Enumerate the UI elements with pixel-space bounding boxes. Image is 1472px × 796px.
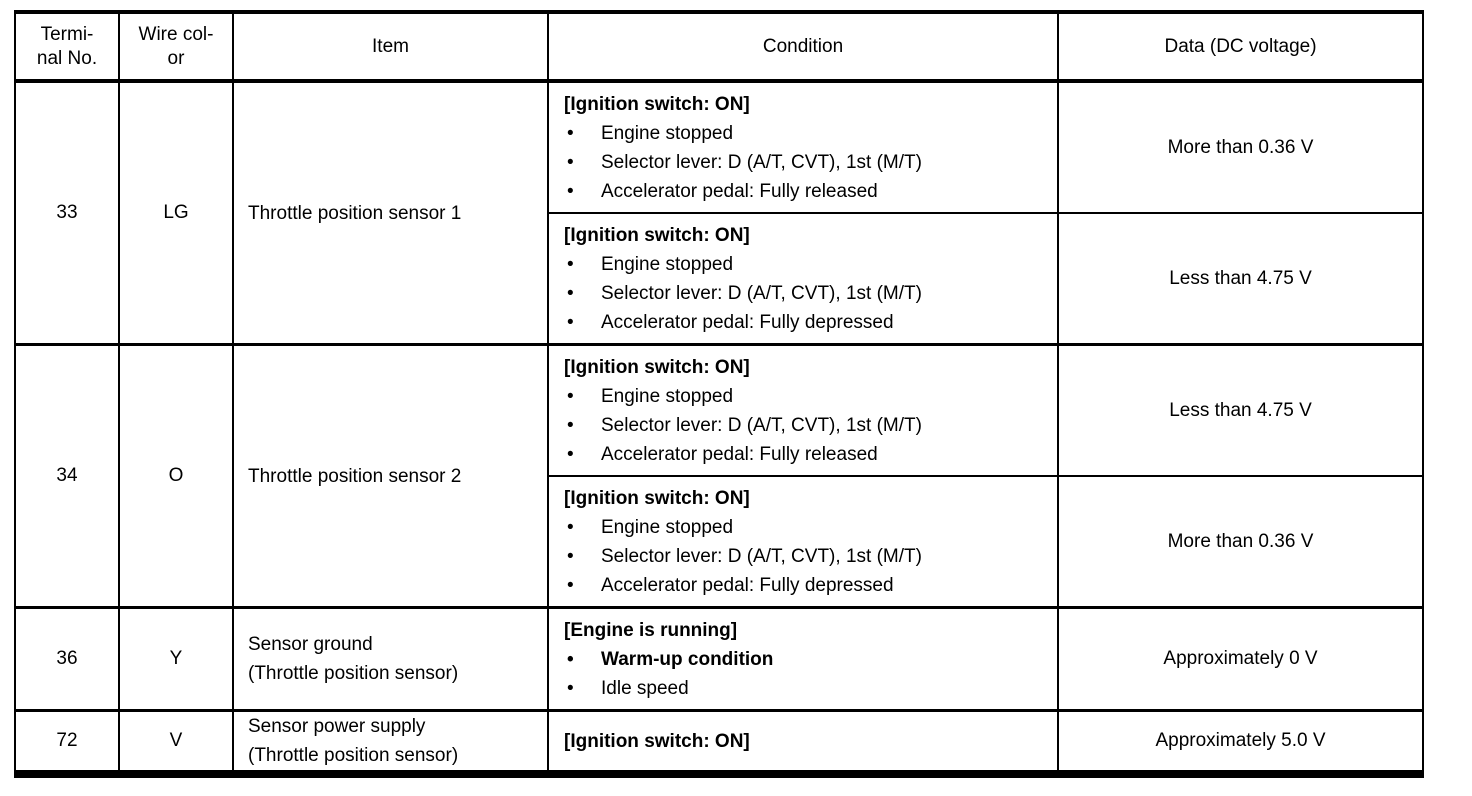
table-row-36: 36 Y Sensor ground (Throttle position se… <box>14 606 1424 711</box>
terminal-no-36: 36 <box>14 606 120 711</box>
wire-color-36: Y <box>118 606 234 711</box>
bullet-icon: • <box>567 386 574 407</box>
condition-36: [Engine is running] • Warm-up condition … <box>547 606 1059 711</box>
col-header-terminal-no: Termi- nal No. <box>14 12 120 83</box>
bullet-text: Selector lever: D (A/T, CVT), 1st (M/T) <box>601 546 922 567</box>
condition-bullet: • Selector lever: D (A/T, CVT), 1st (M/T… <box>564 148 1047 177</box>
bullet-icon: • <box>567 575 574 596</box>
item-72: Sensor power supply (Throttle position s… <box>232 709 549 774</box>
condition-bullet: • Selector lever: D (A/T, CVT), 1st (M/T… <box>564 279 1047 308</box>
header-row: Termi- nal No. Wire col- or Item Conditi… <box>14 12 1424 83</box>
bullet-icon: • <box>567 678 574 699</box>
pin-voltage-table: Termi- nal No. Wire col- or Item Conditi… <box>14 10 1424 778</box>
bullet-text: Engine stopped <box>601 386 734 407</box>
bullet-text: Engine stopped <box>601 517 734 538</box>
bullet-text: Selector lever: D (A/T, CVT), 1st (M/T) <box>601 415 922 436</box>
col-header-wire-color: Wire col- or <box>118 12 234 83</box>
bullet-text: Selector lever: D (A/T, CVT), 1st (M/T) <box>601 283 922 304</box>
bullet-text: Accelerator pedal: Fully depressed <box>601 312 894 333</box>
table-row-34a: 34 O Throttle position sensor 2 [Ignitio… <box>14 343 1424 608</box>
condition-72: [Ignition switch: ON] <box>547 709 1059 774</box>
condition-bullet: • Accelerator pedal: Fully released <box>564 177 1047 206</box>
bullet-icon: • <box>567 152 574 173</box>
bullet-icon: • <box>567 444 574 465</box>
bullet-icon: • <box>567 649 574 670</box>
table-row-72: 72 V Sensor power supply (Throttle posit… <box>14 709 1424 774</box>
bullet-icon: • <box>567 283 574 304</box>
terminal-no-33: 33 <box>14 79 120 345</box>
condition-state: [Ignition switch: ON] <box>564 730 750 752</box>
bullet-icon: • <box>567 312 574 333</box>
col-header-item: Item <box>232 12 549 83</box>
condition-33a: [Ignition switch: ON] • Engine stopped •… <box>547 79 1059 213</box>
condition-bullet: • Accelerator pedal: Fully released <box>564 440 1047 469</box>
condition-34a: [Ignition switch: ON] • Engine stopped •… <box>547 343 1059 476</box>
bullet-text: Accelerator pedal: Fully released <box>601 181 878 202</box>
item-33: Throttle position sensor 1 <box>232 79 549 345</box>
condition-bullet: • Warm-up condition <box>564 645 1047 674</box>
data-value-34b: More than 0.36 V <box>1057 475 1424 608</box>
condition-bullet: • Engine stopped <box>564 382 1047 411</box>
terminal-no-72: 72 <box>14 709 120 774</box>
condition-bullet: • Selector lever: D (A/T, CVT), 1st (M/T… <box>564 411 1047 440</box>
table-row-34b: [Ignition switch: ON] • Engine stopped •… <box>15 475 1424 608</box>
bullet-icon: • <box>567 181 574 202</box>
bullet-text: Accelerator pedal: Fully released <box>601 444 878 465</box>
bullet-icon: • <box>567 254 574 275</box>
bullet-text: Engine stopped <box>601 123 734 144</box>
condition-bullet: • Engine stopped <box>564 119 1047 148</box>
condition-bullet: • Engine stopped <box>564 513 1047 542</box>
data-value-36: Approximately 0 V <box>1057 606 1424 711</box>
table-row-33b: [Ignition switch: ON] • Engine stopped •… <box>15 212 1424 345</box>
bullet-text: Warm-up condition <box>601 649 774 670</box>
data-value-33a: More than 0.36 V <box>1057 79 1424 213</box>
table-row-33a: 33 LG Throttle position sensor 1 [Igniti… <box>14 79 1424 345</box>
condition-34b: [Ignition switch: ON] • Engine stopped •… <box>547 475 1059 608</box>
condition-bullet: • Engine stopped <box>564 250 1047 279</box>
wire-color-72: V <box>118 709 234 774</box>
condition-state: [Ignition switch: ON] <box>564 488 750 509</box>
condition-bullet: • Accelerator pedal: Fully depressed <box>564 571 1047 600</box>
condition-33b: [Ignition switch: ON] • Engine stopped •… <box>547 212 1059 345</box>
item-34: Throttle position sensor 2 <box>232 343 549 608</box>
condition-state: [Ignition switch: ON] <box>564 94 750 115</box>
condition-state: [Engine is running] <box>564 620 738 641</box>
bullet-text: Engine stopped <box>601 254 734 275</box>
bullet-text: Accelerator pedal: Fully depressed <box>601 575 894 596</box>
bullet-icon: • <box>567 415 574 436</box>
col-header-data: Data (DC voltage) <box>1057 12 1424 83</box>
bullet-icon: • <box>567 123 574 144</box>
bullet-text: Idle speed <box>601 678 689 699</box>
data-value-33b: Less than 4.75 V <box>1057 212 1424 345</box>
terminal-no-34: 34 <box>14 343 120 608</box>
bullet-text: Selector lever: D (A/T, CVT), 1st (M/T) <box>601 152 922 173</box>
item-36: Sensor ground (Throttle position sensor) <box>232 606 549 711</box>
bullet-icon: • <box>567 546 574 567</box>
condition-state: [Ignition switch: ON] <box>564 225 750 246</box>
wire-color-33: LG <box>118 79 234 345</box>
condition-bullet: • Selector lever: D (A/T, CVT), 1st (M/T… <box>564 542 1047 571</box>
data-value-34a: Less than 4.75 V <box>1057 343 1424 476</box>
bullet-icon: • <box>567 517 574 538</box>
data-value-72: Approximately 5.0 V <box>1057 709 1424 774</box>
condition-bullet: • Idle speed <box>564 674 1047 703</box>
condition-bullet: • Accelerator pedal: Fully depressed <box>564 308 1047 337</box>
condition-state: [Ignition switch: ON] <box>564 357 750 378</box>
col-header-condition: Condition <box>547 12 1059 83</box>
wire-color-34: O <box>118 343 234 608</box>
